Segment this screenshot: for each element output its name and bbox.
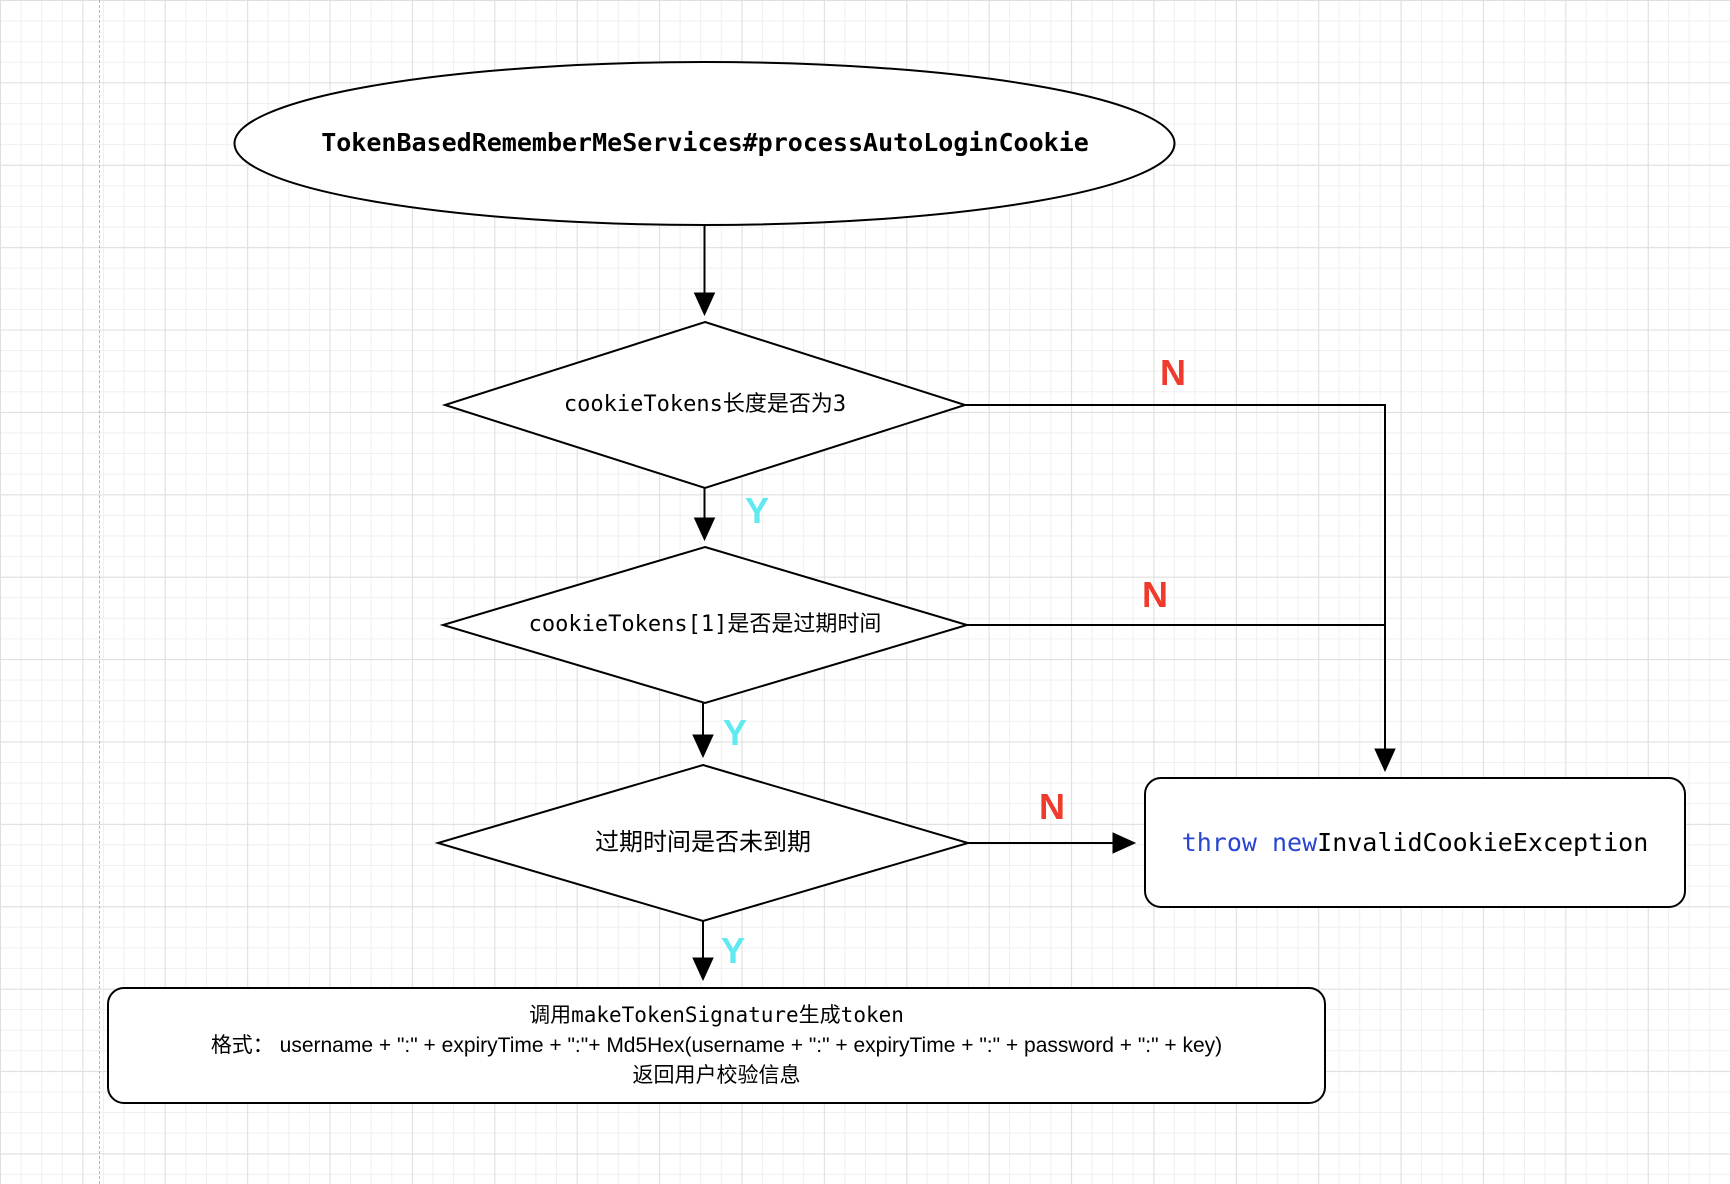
exception-node-label: throw new InvalidCookieException	[1145, 778, 1685, 907]
edge-label-yes-3: Y	[720, 929, 745, 971]
decision2-label: cookieTokens[1]是否是过期时间	[528, 612, 882, 638]
edge-label-yes-2: Y	[722, 711, 747, 753]
result-line-2: 格式： username + ":" + expiryTime + ":"+ M…	[210, 1034, 1223, 1057]
result-line1-cn1: 调用	[529, 1004, 572, 1027]
page-border-dashed-line	[99, 0, 100, 1184]
exception-node-rect[interactable]	[1144, 777, 1686, 908]
edge-label-no-2: N	[1142, 573, 1168, 615]
decision1-label: cookieTokens长度是否为3	[563, 392, 847, 418]
decision2-diamond[interactable]	[439, 545, 971, 705]
result-node-rect[interactable]	[107, 987, 1326, 1104]
result-line1-code1: makeTokenSignature	[571, 1003, 799, 1027]
edge-label-yes-1: Y	[744, 489, 769, 531]
decision1-diamond[interactable]	[441, 320, 969, 490]
throw-keyword: throw new	[1181, 827, 1318, 857]
result-line1-code2: token	[840, 1003, 904, 1027]
result-line1-cn2: 生成	[798, 1004, 841, 1027]
result-line-3: 返回用户校验信息	[632, 1064, 801, 1087]
decision3-diamond[interactable]	[434, 763, 972, 923]
start-node-label: TokenBasedRememberMeServices#processAuto…	[321, 128, 1089, 158]
edge-decision1-no[interactable]	[965, 404, 1396, 773]
result-line-1: 调用makeTokenSignature生成token	[529, 1000, 904, 1031]
edge-label-no-1: N	[1160, 351, 1186, 393]
exception-class-name: InvalidCookieException	[1317, 827, 1649, 857]
start-node-ellipse[interactable]	[233, 61, 1176, 226]
decision3-label: 过期时间是否未到期	[595, 829, 811, 856]
edge-label-no-3: N	[1039, 785, 1065, 827]
result-node-label: 调用makeTokenSignature生成token 格式： username…	[108, 988, 1325, 1103]
